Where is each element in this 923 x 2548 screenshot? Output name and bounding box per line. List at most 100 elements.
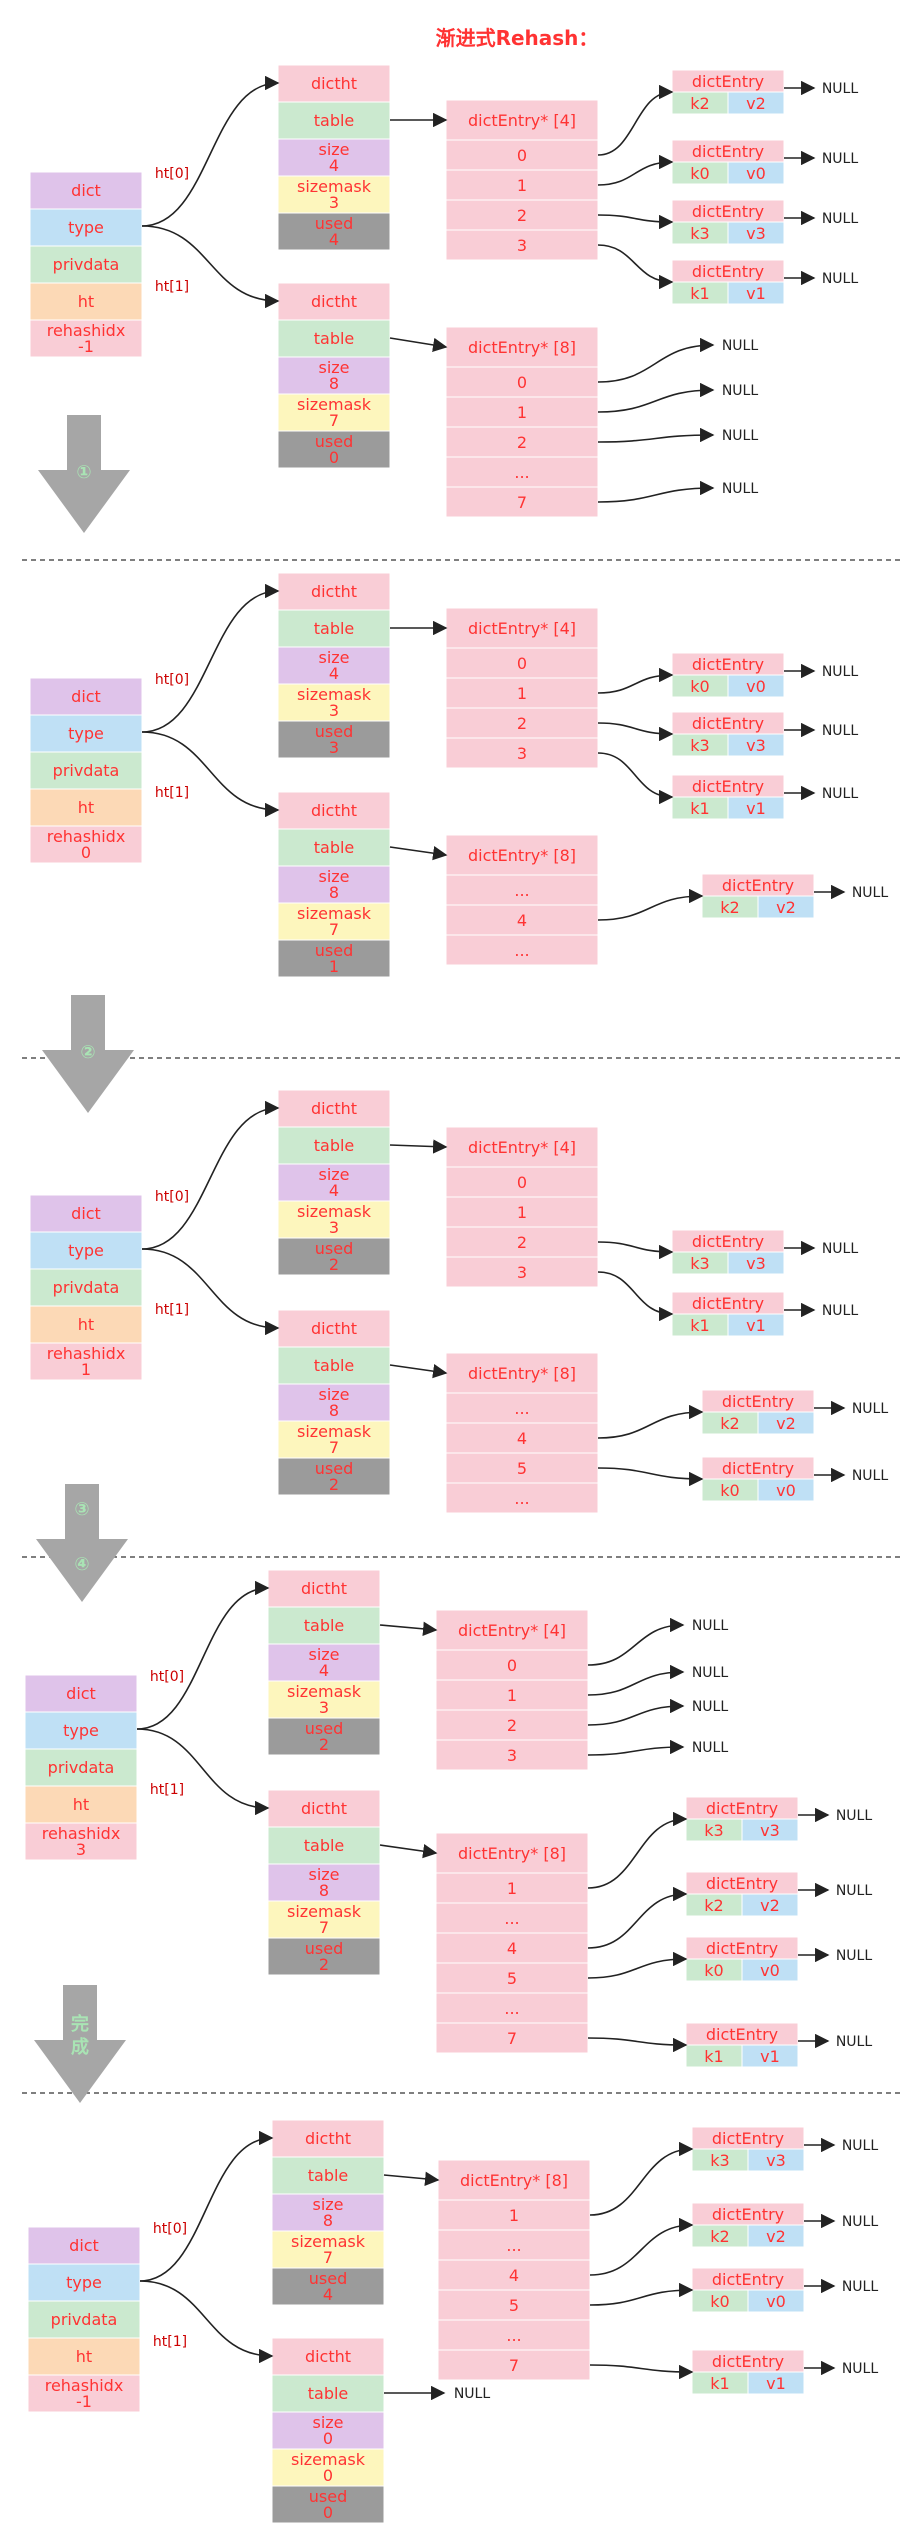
table-header [445, 1352, 599, 1394]
table-slot-index: 4 [509, 2266, 519, 2285]
table-header-label: dictEntry* [8] [468, 1364, 576, 1383]
table-header-label: dictEntry* [4] [468, 1138, 576, 1157]
dictht-field [277, 1420, 391, 1459]
entry-label: dictEntry [712, 2270, 784, 2289]
dictht-field-label: sizemask [297, 1202, 372, 1221]
table-slot [435, 1872, 589, 1904]
entry-key-label: k3 [704, 1821, 723, 1840]
step-label-2: ② [80, 1042, 95, 1063]
slot-to-null-arrow [597, 382, 715, 413]
entry-label: dictEntry [706, 1939, 778, 1958]
dict-field-label: dict [71, 1204, 101, 1223]
rehashidx-label: rehashidx [42, 1824, 121, 1843]
table-slot-index: 0 [517, 654, 527, 673]
entry-value [727, 796, 785, 820]
dictht-field-label: dictht [311, 74, 357, 93]
null-label: NULL [692, 1618, 729, 1634]
entry-key-label: k0 [704, 1961, 723, 1980]
dict-field-label: privdata [53, 761, 120, 780]
entry-value [747, 2224, 805, 2248]
table-slot [445, 874, 599, 906]
table-slot-index: ... [506, 2326, 521, 2345]
dictht-field-label: sizemask [291, 2232, 366, 2251]
table-slot [445, 1452, 599, 1484]
dictht-field [277, 393, 391, 432]
table-slot-index: ... [514, 941, 529, 960]
dictht-field [277, 1457, 391, 1496]
table-slot [445, 904, 599, 936]
slot-to-entry-arrow [597, 722, 674, 742]
entry-value-label: v2 [760, 1896, 780, 1915]
dict-field [27, 2263, 141, 2302]
dict-field [29, 1231, 143, 1270]
dictht-field-label: sizemask [297, 395, 372, 414]
entry-value-label: v2 [776, 1414, 796, 1433]
slot-to-entry-arrow [587, 1886, 688, 1949]
entry-value-label: v1 [760, 2047, 780, 2066]
entry-label: dictEntry [712, 2205, 784, 2224]
entry-label: dictEntry [706, 2025, 778, 2044]
dict-field [27, 2300, 141, 2339]
entry-key-label: k0 [690, 677, 709, 696]
entry-key-label: k0 [690, 164, 709, 183]
dictht-field-label: dictht [311, 582, 357, 601]
slot-to-null-arrow [587, 1617, 685, 1666]
table-slot-index: ... [504, 1999, 519, 2018]
ht0-arrow [141, 1100, 280, 1250]
table-slot [445, 1482, 599, 1514]
dict-field [24, 1785, 138, 1824]
table-slot-index: 3 [507, 1746, 517, 1765]
slot-to-entry-arrow [589, 2364, 694, 2380]
entry-value [727, 281, 785, 305]
dictht-field-label: used [309, 2487, 347, 2506]
ht1-label: ht[1] [150, 1782, 184, 1798]
dictht-field [277, 572, 391, 611]
dictht-field-value: 0 [329, 448, 339, 467]
entry-value [727, 1313, 785, 1337]
table-slot-index: 0 [507, 1656, 517, 1675]
entry-key-label: k3 [690, 224, 709, 243]
dictht-field [271, 2448, 385, 2487]
diagram-title: 渐进式Rehash： [436, 26, 599, 50]
dictht-field-label: used [315, 432, 353, 451]
dictht-field-label: dictht [311, 292, 357, 311]
dictht-field [267, 1789, 381, 1828]
dictht-field-label: size [318, 1385, 349, 1404]
table-slot-index: 4 [517, 1429, 527, 1448]
dict-field-label: type [63, 1721, 99, 1740]
dict-field [29, 282, 143, 321]
table-slot-index: 5 [517, 1459, 527, 1478]
table-slot [435, 1649, 589, 1681]
dictht-field-label: table [304, 1836, 345, 1855]
dictht-field-label: sizemask [291, 2450, 366, 2469]
entry-key-label: k2 [710, 2227, 729, 2246]
dictht-field-label: dictht [301, 1579, 347, 1598]
entry-value-label: v0 [766, 2292, 786, 2311]
entry-value [741, 2044, 799, 2068]
dict-field-label: ht [78, 798, 94, 817]
table-slot-index: ... [514, 881, 529, 900]
slot-to-entry-arrow [597, 888, 704, 921]
entry-label: dictEntry [722, 1392, 794, 1411]
table-header-label: dictEntry* [4] [458, 1621, 566, 1640]
dictht-field [271, 2230, 385, 2269]
step-arrow-3: ③④ [36, 1484, 128, 1602]
table-slot-index: 1 [507, 1686, 517, 1705]
table-slot [445, 456, 599, 488]
table-slot-index: ... [506, 2236, 521, 2255]
table-pointer-arrow [379, 1621, 438, 1637]
dictht-field-value: 1 [329, 957, 339, 976]
ht1-arrow [141, 225, 280, 309]
table-slot [445, 139, 599, 171]
